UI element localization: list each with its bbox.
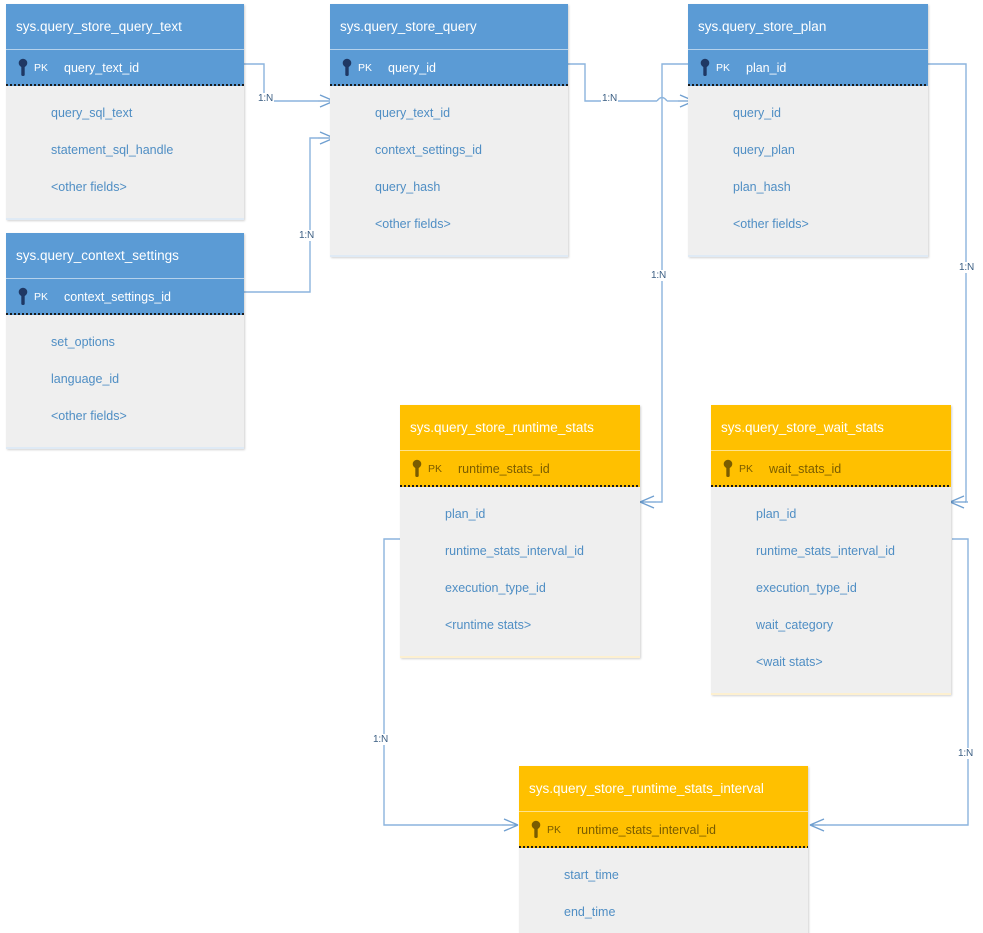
relationship-label-runtime-to-interval: 1:N [372, 734, 389, 745]
pk-field-name: wait_stats_id [769, 462, 842, 476]
entity-primary-key-row: PK runtime_stats_interval_id [519, 811, 808, 848]
entity-field: plan_hash [733, 180, 791, 194]
relationship-label-ctx-to-query: 1:N [298, 230, 315, 241]
relationship-label-wait-to-interval: 1:N [957, 748, 974, 759]
pk-badge: PK [34, 291, 49, 303]
entity-field: runtime_stats_interval_id [756, 544, 895, 558]
entity-field: start_time [564, 868, 619, 882]
entity-field: query_id [733, 106, 781, 120]
key-icon [18, 58, 28, 76]
relationship-label-text-to-query: 1:N [257, 93, 274, 104]
entity-field: end_time [564, 905, 616, 919]
entity-field: context_settings_id [375, 143, 483, 157]
pk-field-name: query_id [388, 61, 436, 75]
pk-badge: PK [358, 62, 373, 74]
entity-title: sys.query_context_settings [6, 233, 244, 278]
entity-field: <other fields> [51, 180, 127, 194]
entity-primary-key-row: PK plan_id [688, 49, 928, 86]
entity-field: language_id [51, 372, 120, 386]
entity-title: sys.query_store_plan [688, 4, 928, 49]
entity-field-list: set_options language_id <other fields> [6, 315, 244, 447]
pk-badge: PK [428, 463, 443, 475]
key-icon [700, 58, 710, 76]
entity-field-list: query_id query_plan plan_hash <other fie… [688, 86, 928, 255]
key-icon [723, 459, 733, 477]
pk-field-name: plan_id [746, 61, 787, 75]
key-icon [18, 287, 28, 305]
entity-field-list: plan_id runtime_stats_interval_id execut… [711, 487, 951, 693]
entity-query-store-plan[interactable]: sys.query_store_plan PK plan_id query_id… [688, 4, 928, 257]
entity-field: <wait stats> [756, 655, 823, 669]
entity-field: <runtime stats> [445, 618, 532, 632]
entity-field: query_sql_text [51, 106, 133, 120]
entity-primary-key-row: PK context_settings_id [6, 278, 244, 315]
entity-field: wait_category [756, 618, 834, 632]
relationship-label-query-to-plan: 1:N [601, 93, 618, 104]
entity-field-list: query_sql_text statement_sql_handle <oth… [6, 86, 244, 218]
relationship-label-plan-to-runtime: 1:N [650, 270, 667, 281]
entity-field: set_options [51, 335, 115, 349]
connector-ctx-to-query [244, 131, 335, 293]
entity-field: <other fields> [51, 409, 127, 423]
entity-field-list: start_time end_time [519, 848, 808, 933]
entity-title: sys.query_store_runtime_stats [400, 405, 640, 450]
pk-field-name: context_settings_id [64, 290, 172, 304]
entity-field: statement_sql_handle [51, 143, 174, 157]
entity-field: query_plan [733, 143, 795, 157]
entity-field-list: plan_id runtime_stats_interval_id execut… [400, 487, 640, 656]
entity-field-list: query_text_id context_settings_id query_… [330, 86, 568, 255]
entity-query-store-wait-stats[interactable]: sys.query_store_wait_stats PK wait_stats… [711, 405, 951, 695]
entity-primary-key-row: PK query_text_id [6, 49, 244, 86]
entity-field: query_text_id [375, 106, 451, 120]
entity-title: sys.query_store_query_text [6, 4, 244, 49]
entity-field: query_hash [375, 180, 441, 194]
key-icon [342, 58, 352, 76]
pk-badge: PK [547, 824, 562, 836]
entity-primary-key-row: PK query_id [330, 49, 568, 86]
entity-query-store-runtime-stats-interval[interactable]: sys.query_store_runtime_stats_interval P… [519, 766, 808, 933]
entity-title: sys.query_store_runtime_stats_interval [519, 766, 808, 811]
entity-query-context-settings[interactable]: sys.query_context_settings PK context_se… [6, 233, 244, 449]
entity-field: <other fields> [375, 217, 451, 231]
entity-field: plan_id [756, 507, 797, 521]
pk-field-name: runtime_stats_interval_id [577, 823, 716, 837]
pk-badge: PK [34, 62, 49, 74]
connector-plan-to-runtime [639, 63, 688, 509]
pk-field-name: runtime_stats_id [458, 462, 550, 476]
entity-primary-key-row: PK wait_stats_id [711, 450, 951, 487]
entity-field: runtime_stats_interval_id [445, 544, 584, 558]
key-icon [412, 459, 422, 477]
entity-field: <other fields> [733, 217, 809, 231]
entity-query-store-query[interactable]: sys.query_store_query PK query_id query_… [330, 4, 568, 257]
key-icon [531, 820, 541, 838]
entity-field: execution_type_id [756, 581, 857, 595]
entity-query-store-runtime-stats[interactable]: sys.query_store_runtime_stats PK runtime… [400, 405, 640, 658]
pk-field-name: query_text_id [64, 61, 140, 75]
pk-badge: PK [739, 463, 754, 475]
relationship-label-plan-to-wait: 1:N [958, 262, 975, 273]
entity-field: plan_id [445, 507, 486, 521]
entity-title: sys.query_store_query [330, 4, 568, 49]
pk-badge: PK [716, 62, 731, 74]
entity-primary-key-row: PK runtime_stats_id [400, 450, 640, 487]
entity-query-store-query-text[interactable]: sys.query_store_query_text PK query_text… [6, 4, 244, 220]
connector-query-to-plan [568, 63, 695, 108]
entity-title: sys.query_store_wait_stats [711, 405, 951, 450]
entity-field: execution_type_id [445, 581, 546, 595]
